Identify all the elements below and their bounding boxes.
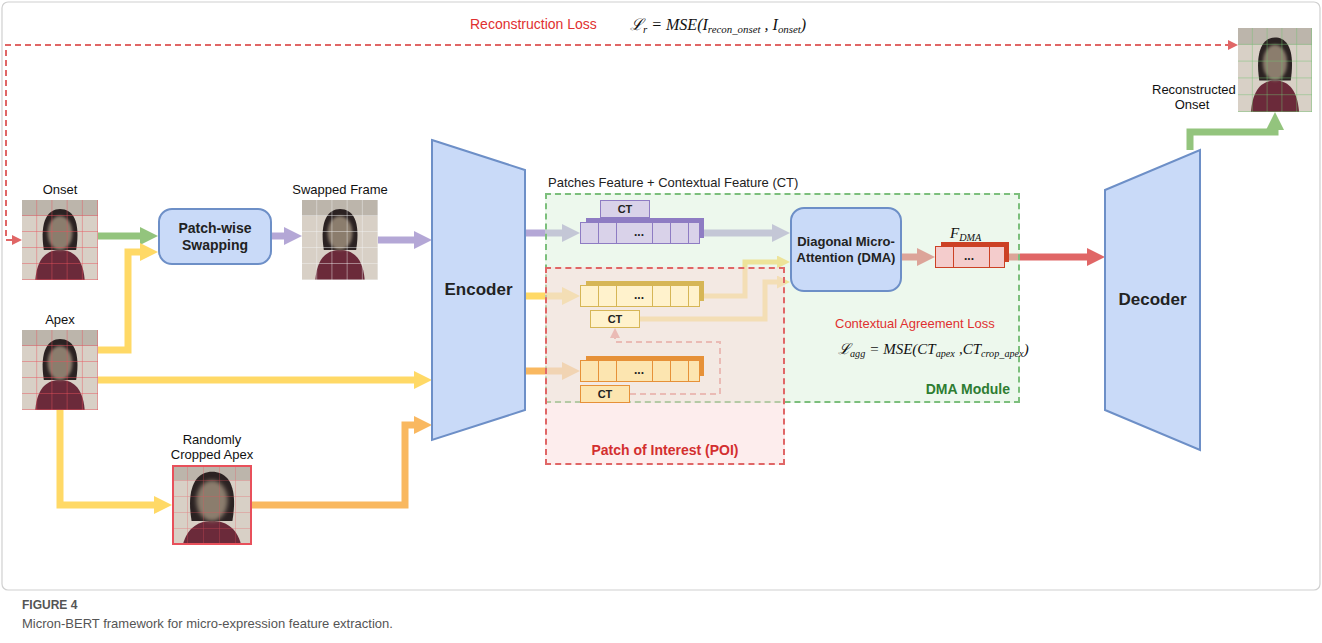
illustration-part [172,465,252,545]
formula: ℒagg = MSE(CTapex ,CTcrop_apex) [838,338,1029,359]
apex-image [22,330,98,410]
node-text: Patch-wise Swapping [164,220,266,254]
node-text: ... [961,247,977,267]
formula-subscript: crop_apex [981,348,1024,359]
image-frame: Onset [22,200,98,280]
formula-part: ) [801,16,806,33]
cropped-apex-image [164,461,260,557]
node-text: ... [631,223,647,243]
feature-stack: ... [935,246,1005,268]
flow-arrow [252,425,414,505]
flow-arrow [60,410,154,505]
node-text: Patch of Interest (POI) [547,442,783,458]
illustration-part [1238,28,1312,112]
group-region: Patch of Interest (POI)... CT... CT [545,267,785,465]
illustration-part [22,200,98,280]
loss-title: Reconstruction Loss [470,16,597,32]
illustration-part [22,200,98,280]
figure-frame [2,2,1320,590]
feature-stack: ... [580,285,700,307]
context-token: CT [580,385,630,403]
formula-subscript: recon_onset [708,23,761,35]
formula: FDMA [950,225,981,243]
node-text: ... [631,286,647,306]
node-text: ... [631,361,647,381]
image-frame: Randomly Cropped Apex [172,465,252,545]
formula-part: ℒ [838,341,850,357]
figure-number: FIGURE 4 [22,598,77,612]
illustration-part [22,330,98,410]
node-text: Reconstructed Onset [1152,82,1232,112]
formula-part: , I [765,16,778,33]
feature-caption: Patches Feature + Contextual Feature (CT… [548,175,798,190]
formula-subscript: onset [778,23,801,35]
node-text: CT [608,313,623,325]
formula-part: ℒ [630,16,643,33]
formula-subscript: DMA [959,232,981,243]
image-frame: Reconstructed Onset [1238,28,1312,112]
loss-title: Contextual Agreement Loss [835,316,995,331]
figure-caption: Micron-BERT framework for micro-expressi… [22,616,393,631]
trapezoid-shape [1105,150,1200,450]
formula-subscript: r [643,23,647,35]
formula-subscript: agg [850,348,865,359]
node-text: Diagonal Micro-Attention (DMA) [796,234,896,265]
formula-part: = MSE(CT [869,341,935,357]
image-frame: Swapped Frame [302,200,378,280]
illustration-part [164,461,260,557]
network-block: Encoder [432,140,525,440]
flow-arrow [1190,130,1275,150]
image-frame: Apex [22,330,98,410]
illustration-part [302,200,378,280]
illustration-part [172,465,252,545]
formula-part: ) [1024,341,1029,357]
node-text: Randomly Cropped Apex [165,432,260,462]
process-box: Patch-wise Swapping [158,208,272,265]
node-text: DMA Module [926,381,1010,397]
context-token: CT [590,310,640,328]
network-block: Decoder [1105,150,1200,450]
flow-arrow [378,237,414,244]
node-text: Decoder [1118,290,1186,310]
context-token: CT [600,200,650,218]
node-text: Swapped Frame [292,182,387,197]
node-text: Onset [43,182,78,197]
feature-stack: ... [580,360,700,382]
illustration-part [302,200,378,280]
illustration-part [173,466,251,544]
flow-arrow [98,233,140,240]
node-text: CT [598,388,613,400]
illustration-part [164,461,260,557]
formula-part: ,CT [959,341,981,357]
swapped-frame-image [302,200,378,280]
node-text: CT [618,203,633,215]
formula: ℒr = MSE(Irecon_onset , Ionset) [630,13,806,35]
onset-image [22,200,98,280]
flow-arrow [272,233,284,240]
trapezoid-shape [432,140,525,440]
formula-part: F [950,225,959,241]
flow-arrow [98,252,140,350]
flow-arrow [98,377,414,384]
reconstructed-onset-image [1238,28,1312,112]
formula-part: = MSE(I [651,16,708,33]
node-text: Apex [45,312,75,327]
node-text: Encoder [444,280,512,300]
illustration-part [22,330,98,410]
formula-subscript: apex [936,348,955,359]
illustration-part [1238,28,1312,112]
process-box: Diagonal Micro-Attention (DMA) [790,207,902,292]
feature-stack: ... [580,222,700,244]
